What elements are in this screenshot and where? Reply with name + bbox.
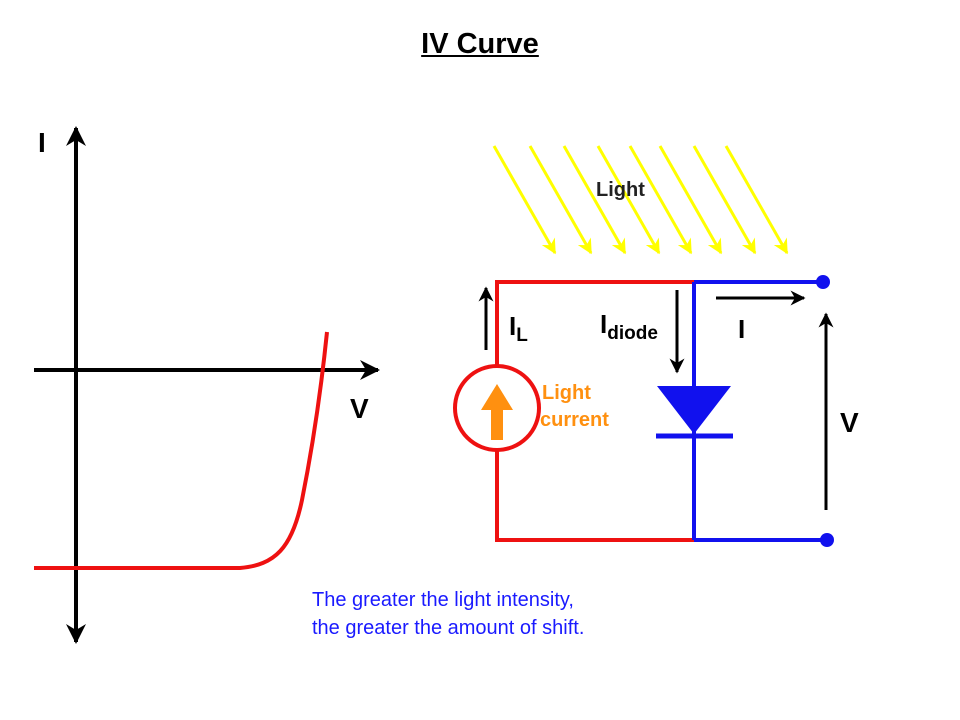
light-ray bbox=[596, 145, 661, 255]
idiode-label-main: I bbox=[600, 309, 607, 339]
output-voltage-label: V bbox=[840, 407, 859, 438]
output-current-label: I bbox=[738, 314, 745, 344]
circuit: Light current IL Idiode I V bbox=[453, 275, 859, 547]
light-rays bbox=[492, 145, 789, 255]
light-ray bbox=[528, 145, 593, 255]
il-label: IL bbox=[509, 311, 528, 346]
idiode-label: Idiode bbox=[600, 309, 658, 344]
slide-title: IV Curve bbox=[421, 28, 539, 60]
light-ray bbox=[628, 145, 693, 255]
idiode-label-sub: diode bbox=[607, 323, 658, 344]
il-label-sub: L bbox=[516, 325, 528, 346]
light-ray bbox=[658, 145, 723, 255]
light-ray bbox=[562, 145, 627, 255]
red-wire bbox=[495, 280, 694, 365]
iv-graph: I V bbox=[34, 126, 380, 644]
caption: The greater the light intensity, the gre… bbox=[312, 586, 584, 642]
source-label-line2: current bbox=[540, 409, 609, 431]
graph-x-axis-label: V bbox=[350, 393, 369, 424]
light-label: Light bbox=[596, 179, 645, 201]
graph-y-axis-label: I bbox=[38, 127, 46, 158]
light-ray bbox=[724, 145, 789, 255]
il-label-main: I bbox=[509, 311, 516, 341]
light-ray bbox=[692, 145, 757, 255]
current-source-arrow-icon bbox=[481, 384, 513, 440]
diode-symbol bbox=[656, 386, 733, 439]
terminal-top bbox=[816, 275, 830, 289]
red-wire-bottom bbox=[495, 451, 694, 542]
terminal-bottom bbox=[820, 533, 834, 547]
caption-line-1: The greater the light intensity, bbox=[312, 589, 574, 611]
caption-line-2: the greater the amount of shift. bbox=[312, 617, 585, 639]
iv-curve bbox=[34, 331, 329, 570]
light-ray bbox=[492, 145, 557, 255]
source-label-line1: Light bbox=[542, 382, 591, 404]
